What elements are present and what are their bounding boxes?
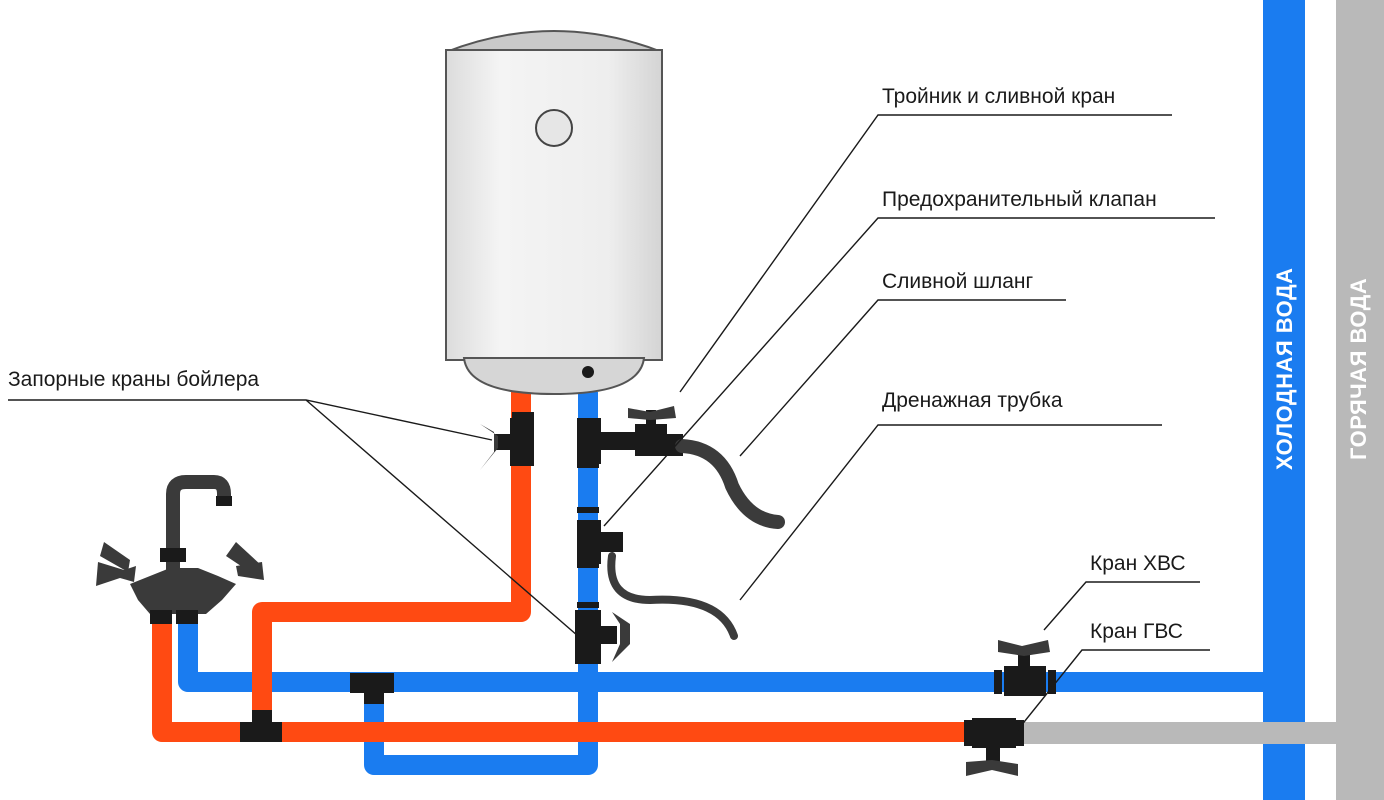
hot-main-pipe <box>152 622 970 742</box>
hot-pipe-joint <box>512 412 534 418</box>
cold-valve-label: Кран ХВС <box>1090 552 1186 575</box>
cold-shutoff-valve <box>575 610 630 664</box>
tee-drain-leader <box>679 114 1172 393</box>
cold-water-riser-label: ХОЛОДНАЯ ВОДА <box>1272 267 1297 470</box>
mixer-faucet <box>96 475 264 624</box>
cold-water-riser <box>1263 0 1305 800</box>
water-heater <box>445 30 663 396</box>
drain-hose <box>675 439 785 529</box>
heater-body <box>445 49 663 361</box>
hot-valve-leader <box>1015 649 1210 733</box>
hot-supply-valve <box>964 718 1024 776</box>
cold-valve-leader <box>1043 581 1200 631</box>
cold-pipe-joint <box>577 602 599 608</box>
cold-pipe-joint <box>577 507 599 513</box>
shutoff-valves-label: Запорные краны бойлера <box>8 368 259 391</box>
hot-valve-label: Кран ГВС <box>1090 620 1183 643</box>
heater-top <box>445 30 663 53</box>
heater-drain-point <box>582 366 594 378</box>
safety-valve-label: Предохранительный клапан <box>882 188 1157 211</box>
shutoff-valves-leader <box>8 399 579 637</box>
hot-water-riser-label: ГОРЯЧАЯ ВОДА <box>1346 278 1371 460</box>
cold-pipe-joint <box>577 462 599 468</box>
safety-valve <box>577 520 623 564</box>
cold-line-tee <box>350 673 394 704</box>
drain-tube-leader <box>739 424 1162 601</box>
thermostat-indicator <box>535 109 573 147</box>
cold-pipe-joint <box>577 562 599 568</box>
hot-line-tee <box>240 710 282 742</box>
tee-drain-label: Тройник и сливной кран <box>882 85 1115 108</box>
boiler-hot-outlet-pipe <box>252 390 531 722</box>
tee-drain-valve <box>577 406 683 464</box>
drain-hose-leader <box>739 299 1066 457</box>
hot-shutoff-valve <box>480 418 534 470</box>
drain-tube-label: Дренажная трубка <box>882 389 1063 412</box>
drainage-tube <box>607 552 738 640</box>
cold-main-pipe <box>178 622 1265 692</box>
cold-supply-valve <box>994 640 1056 696</box>
heater-bottom <box>462 357 646 396</box>
safety-valve-leader <box>603 217 1215 527</box>
hot-supply-branch <box>1020 722 1338 744</box>
hot-water-riser <box>1336 0 1384 800</box>
drain-hose-label: Сливной шланг <box>882 270 1034 293</box>
